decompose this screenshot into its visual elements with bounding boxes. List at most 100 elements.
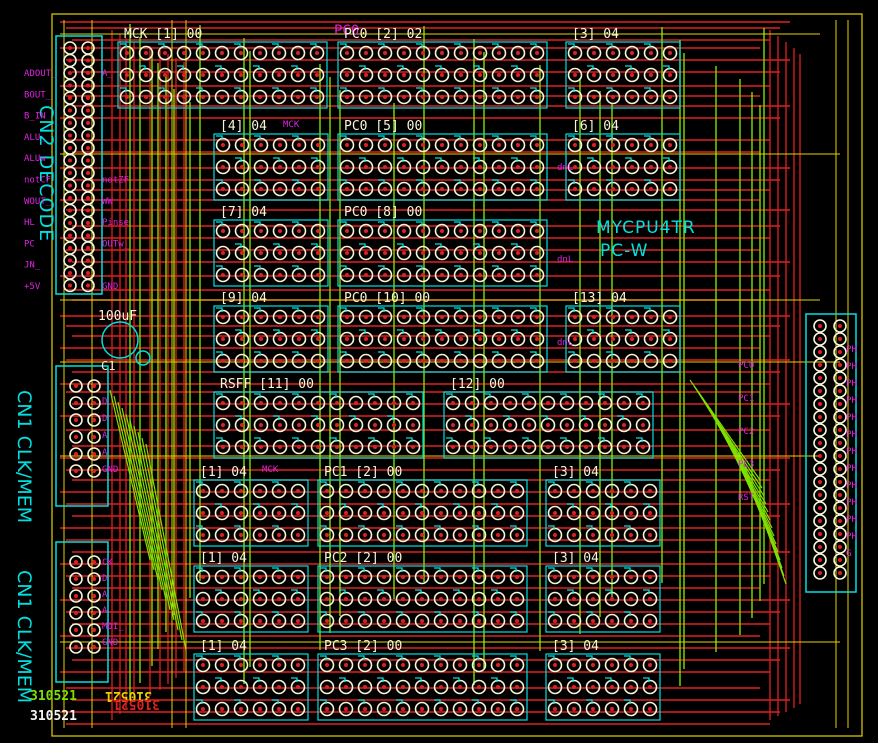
pin-label: PH: [846, 498, 857, 508]
silk-mark: [320, 655, 327, 660]
pad-hole: [345, 143, 349, 147]
silk-mark: [273, 329, 280, 334]
green-trace: [121, 407, 163, 591]
pad: [434, 45, 450, 61]
pad-hole: [629, 489, 633, 493]
pad: [233, 591, 249, 607]
cn2-outline: [55, 35, 103, 295]
pad: [309, 67, 325, 83]
silk-mark: [272, 481, 279, 486]
pad-hole: [259, 251, 263, 255]
pad-hole: [221, 401, 225, 405]
pad-hole: [258, 533, 262, 537]
pad-hole: [497, 359, 501, 363]
pad-hole: [125, 95, 129, 99]
pad-hole: [649, 143, 653, 147]
pad: [452, 527, 468, 543]
pad-hole: [648, 619, 652, 623]
silk-mark: [644, 135, 651, 140]
pad-hole: [240, 165, 244, 169]
pad-hole: [383, 165, 387, 169]
pad-hole: [259, 229, 263, 233]
pad-hole: [573, 143, 577, 147]
silk-mark: [454, 43, 461, 48]
pad-hole: [592, 359, 596, 363]
connector-pad-hole: [74, 611, 78, 615]
pad: [529, 67, 545, 83]
pad: [490, 505, 506, 521]
pad: [357, 591, 373, 607]
silk-mark: [216, 307, 223, 312]
pad-hole: [392, 423, 396, 427]
pad: [415, 223, 431, 239]
silk-mark: [454, 135, 461, 140]
connector-pad-hole: [74, 628, 78, 632]
pad-hole: [315, 73, 319, 77]
silk-mark: [234, 611, 241, 616]
pad: [433, 591, 449, 607]
pad: [214, 569, 230, 585]
pad-hole: [382, 663, 386, 667]
connector-pad-hole: [92, 384, 96, 388]
pad: [445, 439, 461, 455]
pad-hole: [603, 445, 607, 449]
silk-mark: [434, 655, 441, 660]
silk-mark: [291, 503, 298, 508]
pad-hole: [572, 619, 576, 623]
silk-mark: [339, 677, 346, 682]
pad-hole: [344, 707, 348, 711]
pad: [471, 701, 487, 717]
pad-hole: [401, 511, 405, 515]
connector-pad-hole: [818, 363, 822, 367]
connector-pad: [69, 430, 83, 444]
connector-pad-hole: [818, 532, 822, 536]
pad: [377, 67, 393, 83]
pad: [290, 527, 306, 543]
pad: [547, 483, 563, 499]
pad: [157, 45, 173, 61]
pad: [377, 223, 393, 239]
block-outline: [545, 565, 661, 633]
pad-hole: [573, 315, 577, 319]
pad-hole: [497, 251, 501, 255]
silk-mark: [397, 65, 404, 70]
pad-hole: [516, 315, 520, 319]
pad: [195, 89, 211, 105]
pad-hole: [439, 685, 443, 689]
pad: [215, 353, 231, 369]
pad: [586, 159, 602, 175]
pad: [585, 701, 601, 717]
silk-mark: [358, 699, 365, 704]
connector-pad-hole: [86, 283, 90, 288]
block-outline: [565, 41, 681, 109]
pin-label: ALUw: [24, 154, 46, 164]
silk-mark: [378, 87, 385, 92]
silk-mark: [320, 481, 327, 486]
pad-hole: [478, 143, 482, 147]
silk-mark: [215, 65, 222, 70]
pad-hole: [296, 51, 300, 55]
pad: [233, 527, 249, 543]
pad: [434, 267, 450, 283]
pad: [597, 395, 613, 411]
pad: [271, 67, 287, 83]
silk-mark: [177, 65, 184, 70]
silk-mark: [416, 265, 423, 270]
pad: [586, 353, 602, 369]
pad-hole: [584, 445, 588, 449]
pad-hole: [296, 619, 300, 623]
pad-hole: [553, 685, 557, 689]
pad-hole: [496, 685, 500, 689]
block-outline: [193, 479, 309, 547]
silk-mark: [454, 221, 461, 226]
pad-hole: [477, 575, 481, 579]
pad-hole: [363, 685, 367, 689]
connector-pad: [813, 514, 827, 528]
pad: [491, 331, 507, 347]
connector-pad-hole: [818, 350, 822, 354]
pad: [377, 45, 393, 61]
pin-label: PH: [846, 362, 857, 372]
pad-hole: [144, 73, 148, 77]
connector-pad-hole: [92, 452, 96, 456]
